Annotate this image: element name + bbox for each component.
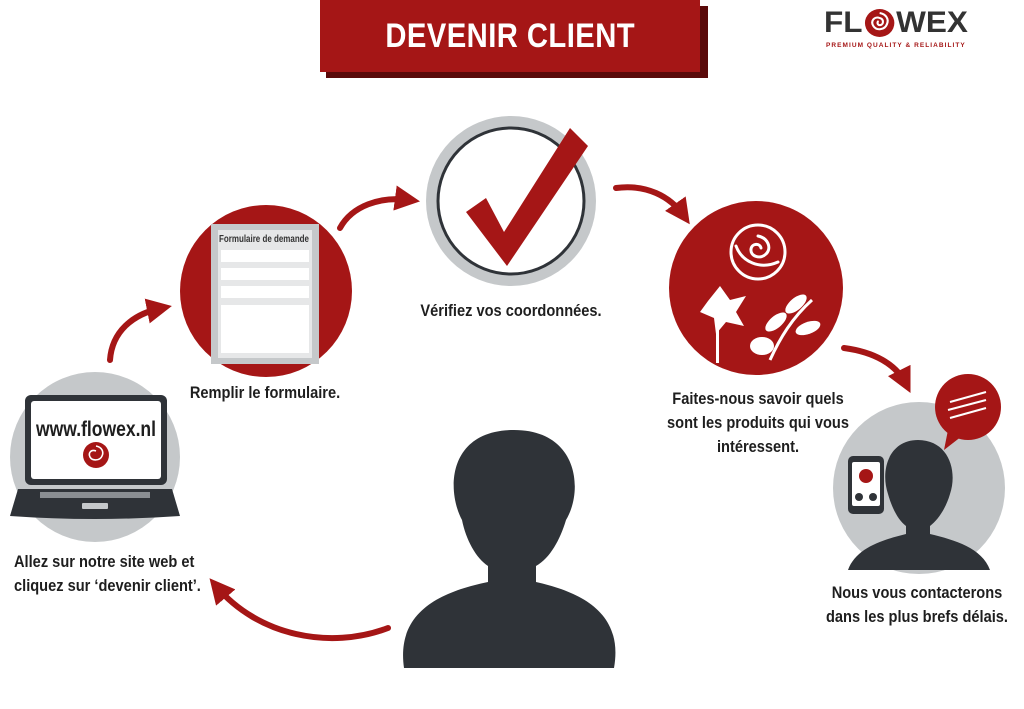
chat-bubble-icon (935, 374, 1001, 450)
laptop-step (10, 372, 180, 542)
contact-step (833, 374, 1005, 574)
verify-step-label: Vérifiez vos coordonnées. (420, 301, 602, 320)
rose-icon (864, 9, 894, 37)
rose-flower-icon (729, 223, 787, 281)
rose-icon (83, 442, 109, 468)
flow-arrows (107, 184, 911, 641)
verify-step (426, 116, 596, 286)
rose-icon (859, 469, 873, 483)
flowex-logo: FL WEX PREMIUM QUALITY & RELIABILITY (824, 8, 984, 56)
rose-petal-detail (88, 445, 104, 461)
form-field-large (221, 305, 309, 353)
form-step: Formulaire de demande (180, 205, 352, 377)
person-silhouette-large (403, 430, 616, 668)
products-step-label: Faites-nous savoir quels sont les produi… (667, 389, 849, 456)
person-silhouette-small (848, 440, 990, 570)
arrow-icon (107, 298, 172, 363)
form-step-label: Remplir le formulaire. (189, 383, 341, 402)
arrow-icon (613, 184, 690, 225)
form-field (221, 250, 309, 262)
title-banner: DEVENIR CLIENT (320, 0, 700, 72)
form-field (221, 268, 309, 280)
form-field (221, 286, 309, 298)
website-step-label: Allez sur notre site web et cliquez sur … (14, 552, 201, 595)
logo-tagline: PREMIUM QUALITY & RELIABILITY (826, 42, 966, 49)
logo-word-end: WEX (896, 6, 968, 39)
arrow-icon (841, 345, 911, 394)
arrow-icon (209, 578, 391, 641)
phone-icon (848, 456, 884, 514)
laptop-touchpad (82, 503, 108, 509)
page-title: DEVENIR CLIENT (385, 16, 635, 55)
checkmark-icon (466, 128, 588, 266)
contact-step-label: Nous vous contacterons dans les plus bre… (825, 583, 1008, 626)
products-step (669, 201, 843, 375)
website-url: www.flowex.nl (35, 418, 156, 441)
lily-flower-icon (700, 286, 746, 363)
arrow-icon (337, 185, 420, 231)
leaf-branch-icon (750, 294, 821, 361)
logo-word-start: FL (824, 6, 863, 39)
logo-wordmark: FL WEX (824, 8, 992, 38)
laptop-base-highlight (40, 492, 150, 498)
form-header-text: Formulaire de demande (219, 234, 309, 245)
laptop-display (31, 401, 161, 479)
